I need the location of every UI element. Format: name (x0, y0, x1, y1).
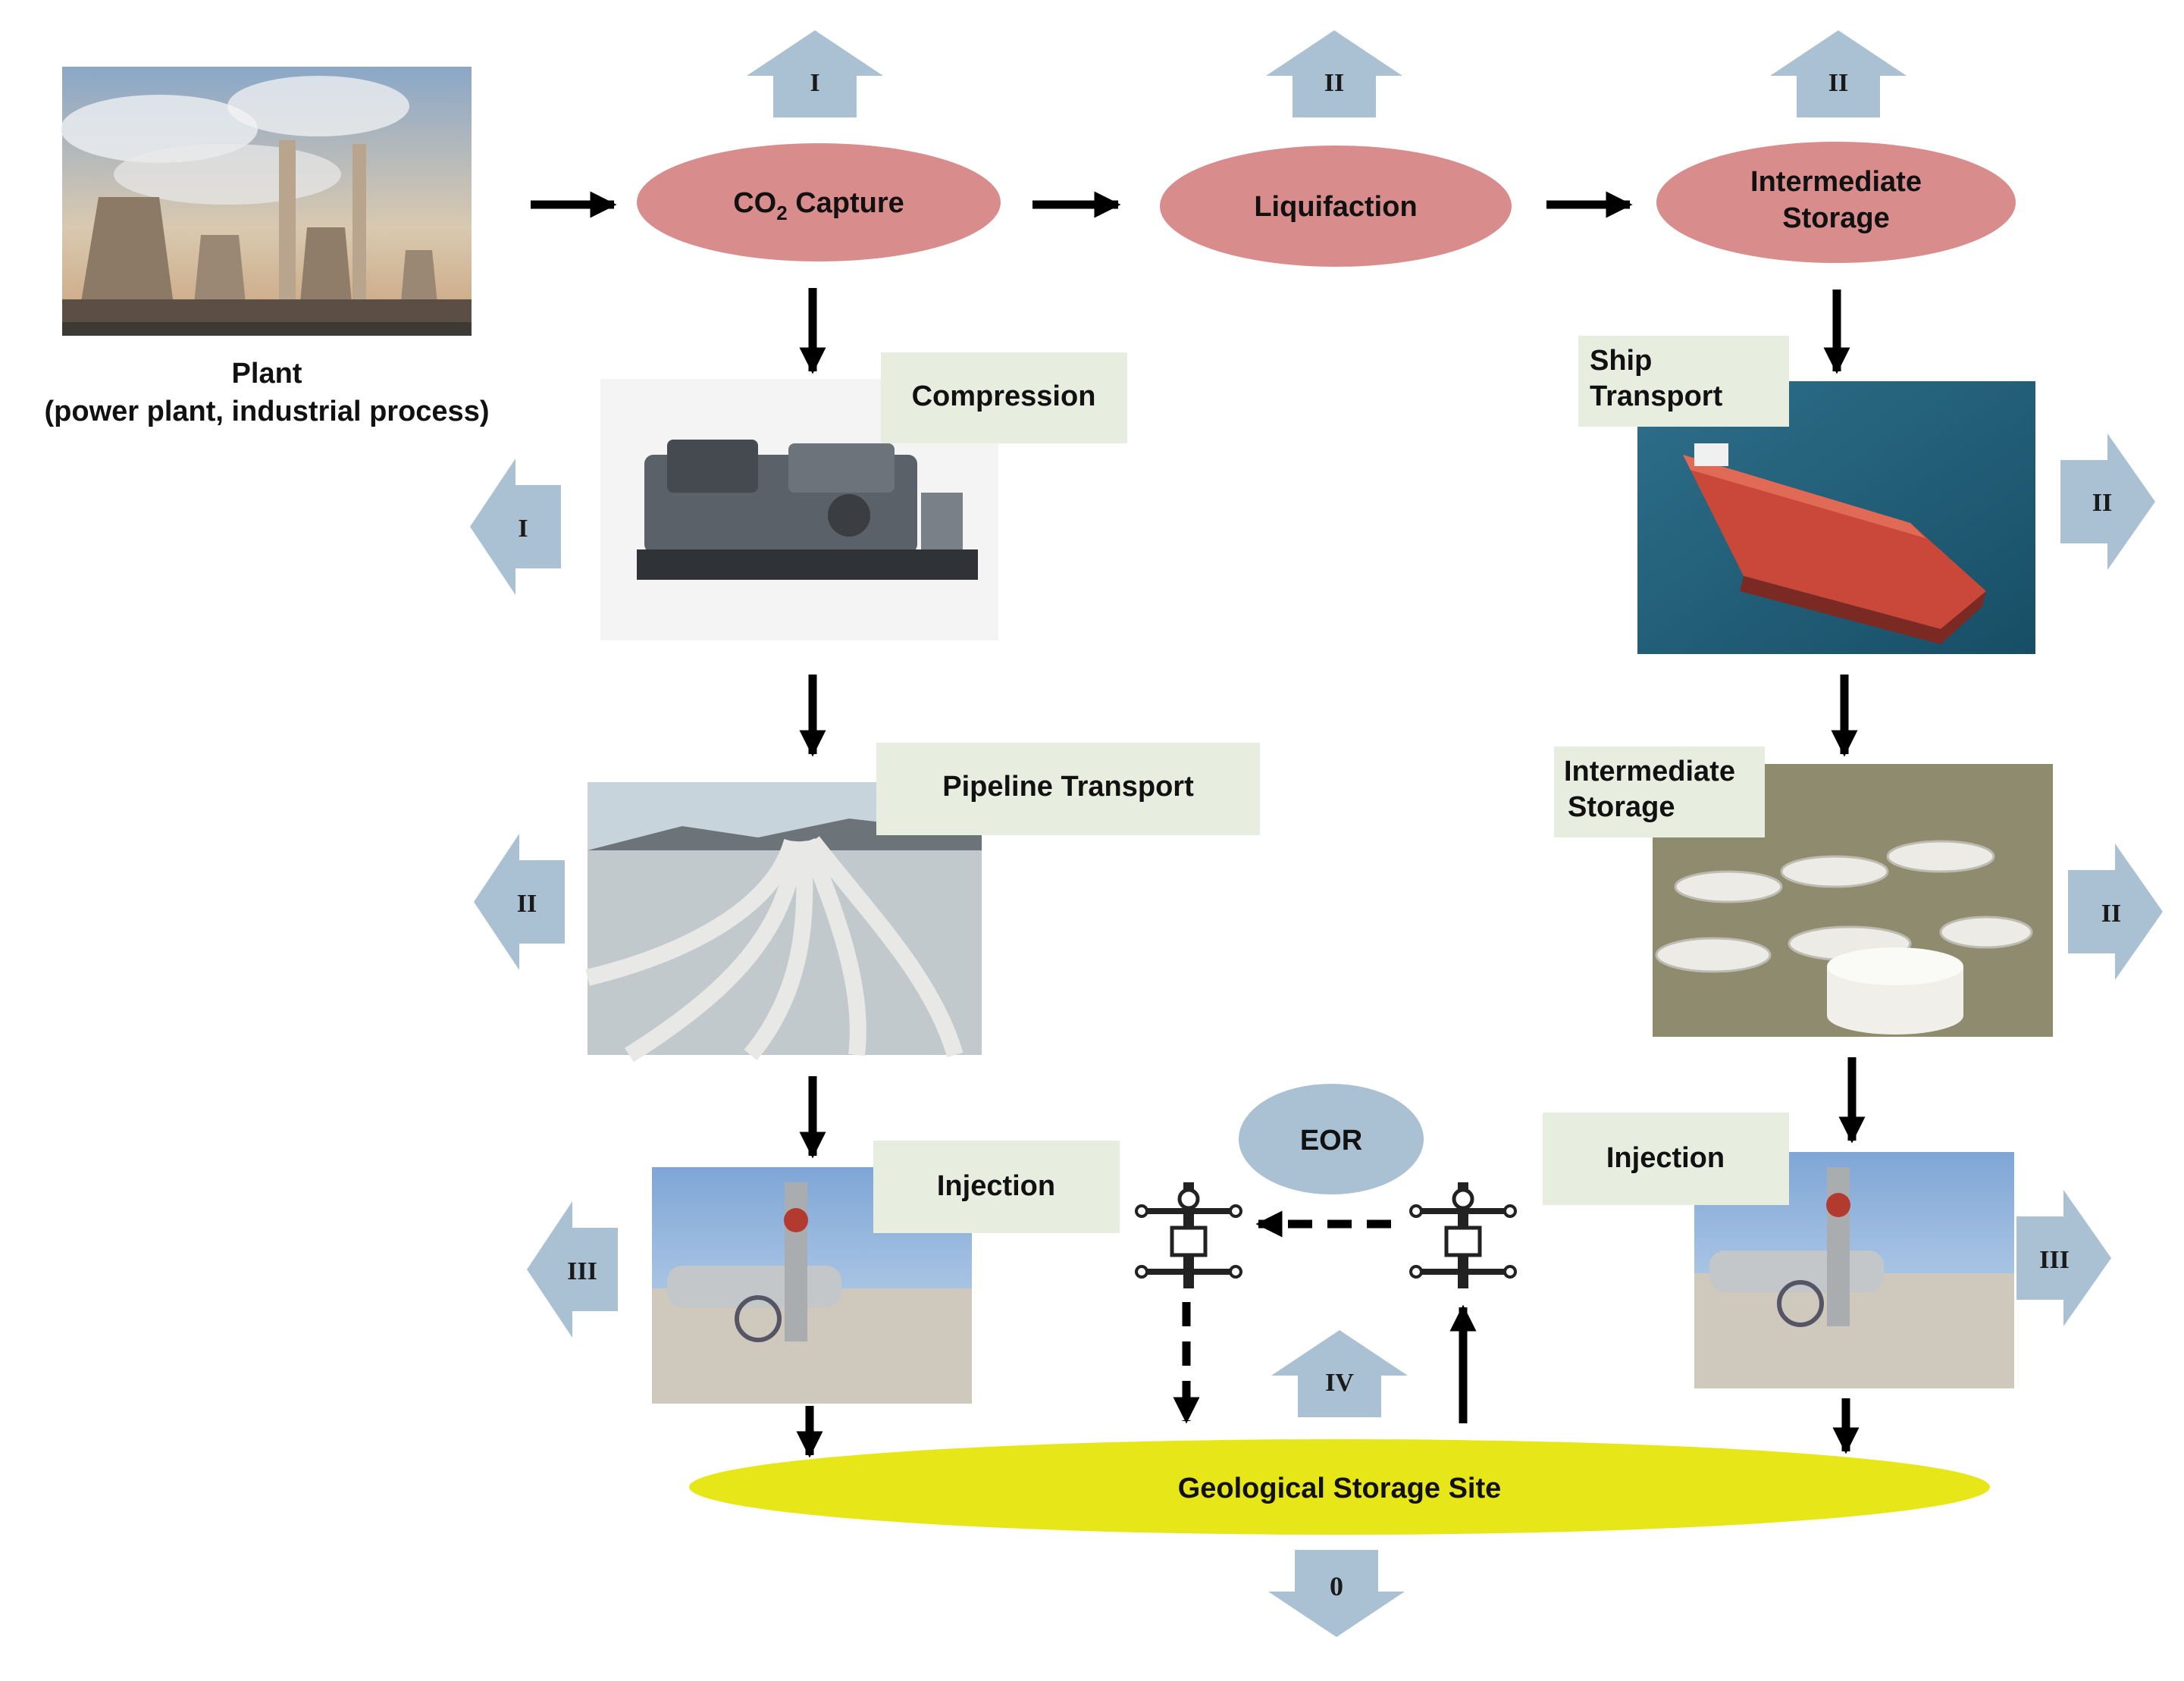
marker-label: II (517, 890, 537, 918)
marker-label: 0 (1330, 1571, 1343, 1601)
plant-photo (61, 67, 472, 336)
compression-label: Compression (912, 380, 1096, 412)
liquifaction-oval (1160, 146, 1512, 267)
pipeline-box (876, 743, 1260, 835)
marker-label: II (1828, 69, 1848, 97)
intermediate-storage2-line1: Intermediate (1564, 756, 1735, 787)
intermediate-storage-line2: Storage (1782, 202, 1889, 234)
intermediate-storage2-box (1554, 747, 1765, 837)
plant-subtitle: (power plant, industrial process) (45, 396, 490, 427)
marker-label: I (810, 69, 819, 97)
marker-up-liquifaction (1266, 30, 1402, 117)
marker-up-capture (747, 30, 883, 117)
capture-oval (637, 143, 1001, 261)
level-markers (470, 30, 2163, 1637)
compressor-photo (600, 379, 998, 640)
intermediate-storage-line1: Intermediate (1750, 166, 1922, 198)
marker-label: II (2101, 900, 2121, 928)
plant-title: Plant (232, 358, 302, 390)
marker-right-injection (2016, 1190, 2111, 1326)
marker-label: II (2092, 489, 2112, 517)
eor-oval (1239, 1084, 1424, 1194)
injection-left-label: Injection (937, 1170, 1055, 1202)
compression-box (881, 352, 1127, 443)
wellhead-icon (1135, 1182, 1242, 1288)
flow-arrows (531, 191, 1866, 1458)
injection-left-box (873, 1141, 1120, 1233)
injection-right-box (1543, 1113, 1789, 1205)
ship-box (1578, 336, 1789, 427)
geological-storage-label: Geological Storage Site (1178, 1473, 1502, 1504)
marker-right-storage2 (2068, 844, 2163, 980)
marker-left-compression (470, 459, 561, 595)
marker-label: III (2039, 1246, 2070, 1274)
marker-left-pipeline (474, 834, 565, 970)
geological-storage-site (689, 1439, 1990, 1535)
intermediate-storage2-line2: Storage (1568, 791, 1675, 823)
marker-label: I (518, 515, 528, 543)
marker-right-ship (2060, 434, 2155, 570)
ship-label-line2: Transport (1590, 380, 1723, 412)
marker-left-injection (527, 1201, 618, 1338)
injection-right-label: Injection (1606, 1142, 1725, 1174)
eor-dashed-arrows (1173, 1210, 1391, 1424)
marker-label: IV (1325, 1369, 1354, 1397)
marker-label: II (1324, 69, 1344, 97)
ship-label-line1: Ship (1590, 345, 1652, 377)
marker-up-eor (1271, 1330, 1408, 1417)
marker-down-storage (1268, 1550, 1405, 1637)
marker-up-intermediate (1770, 30, 1907, 117)
intermediate-storage-oval (1656, 142, 2016, 263)
marker-label: III (567, 1257, 597, 1285)
pipeline-label: Pipeline Transport (942, 771, 1194, 803)
liquifaction-label: Liquifaction (1254, 191, 1417, 223)
eor-label: EOR (1300, 1125, 1362, 1157)
wellhead-icon (1409, 1182, 1517, 1288)
capture-label: CO2 Capture (733, 187, 904, 224)
